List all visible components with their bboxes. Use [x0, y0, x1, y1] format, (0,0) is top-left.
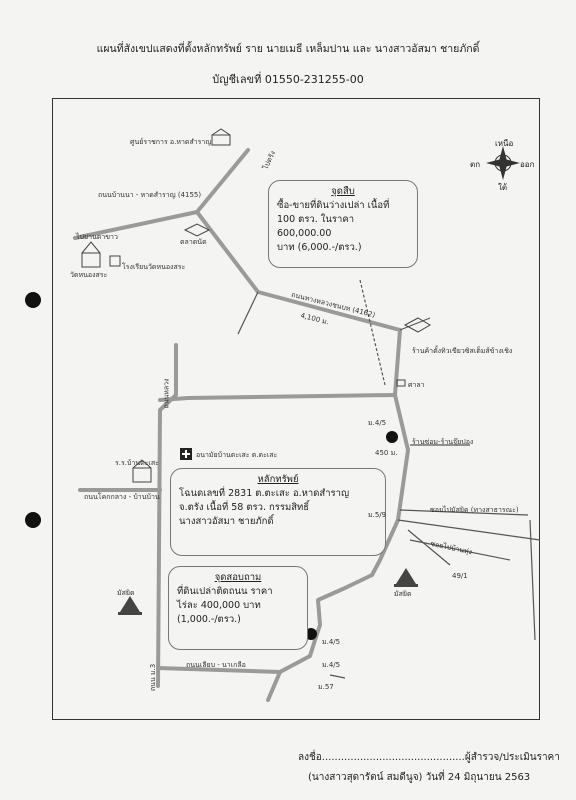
road-middle-ring — [158, 393, 396, 402]
label-mosque-left: มัสยิด — [117, 589, 135, 597]
road-right-down — [407, 529, 451, 566]
asset-box-line: โฉนดเลขที่ 2831 ต.ตะเสะ อ.หาดสำราญ — [179, 488, 350, 499]
label-road-hat-samran: ถนนบ้านนา - หาดสำราญ (4155) — [98, 191, 202, 199]
mosque-right-icon — [394, 568, 418, 587]
inquiry-box-line: ไร่ละ 400,000 บาท — [177, 600, 261, 611]
label-government-center: ศูนย์ราชการ อ.หาดสำราญ — [130, 138, 212, 146]
label-road-bottom: ถนนเลียบ - นาเกลือ — [186, 661, 246, 669]
punch-hole — [25, 512, 41, 528]
inquiry-marker — [305, 628, 317, 640]
label-mosque-right: มัสยิด — [394, 590, 412, 598]
inquiry-box-title: จุดสอบถาม — [214, 572, 262, 583]
label-go-yan-ta-khao: ไปย่านตาขาว — [76, 233, 118, 241]
asset-box: หลักทรัพย์ โฉนดเลขที่ 2831 ต.ตะเสะ อ.หาด… — [170, 468, 386, 556]
road-right-vertical — [529, 519, 536, 641]
compass-icon — [486, 146, 520, 180]
label-sala: ศาลา — [408, 381, 425, 389]
asset-box-line: นางสาวอัสมา ชายภักดิ์ — [179, 516, 274, 527]
label-clinic: อนามัยบ้านตะเสะ ต.ตะเสะ — [196, 451, 278, 459]
label-school-rr: ร.ร.บ้านตะเสะ — [115, 459, 159, 467]
sale-box-title: จุดสืบ — [331, 186, 355, 197]
sale-box-line: 100 ตรว. ในราคา 600,000.00 — [277, 214, 355, 239]
sale-pointer — [359, 279, 386, 386]
label-moo-45b: ม.4/5 — [322, 638, 341, 646]
label-moo-59: ม.5/9 — [368, 511, 387, 519]
road-south — [266, 670, 282, 702]
footer-name-date: (นางสาวสุดารัตน์ สมดีนูจ) วันที่ 24 มิถุ… — [308, 772, 531, 783]
label-shop-lamp: ร้านค้าตั้งทิวเขียวซิสเต็มส์ข้างเชิง — [412, 347, 513, 355]
temple-icon — [81, 241, 121, 268]
label-road-right-top: ซอยไปมัสยิด (ทางสาธารณะ) — [430, 506, 519, 514]
asset-marker — [386, 431, 398, 443]
compass-west: ตก — [470, 160, 481, 169]
label-shop-repair: ร้านซ่อม-ร้านจุ๊ยปอง — [412, 438, 474, 446]
account-number: บัญชีเลขที่ 01550-231255-00 — [212, 73, 364, 86]
road-east-long — [409, 539, 511, 561]
map-frame — [52, 98, 540, 720]
sale-box: จุดสืบ ซื้อ-ขายที่ดินว่างเปล่า เนื้อที่ … — [268, 180, 418, 268]
sala-icon — [396, 379, 406, 387]
punch-hole — [25, 292, 41, 308]
shop-icon — [403, 317, 431, 333]
inquiry-box: จุดสอบถาม ที่ดินเปล่าติดถนน ราคา ไร่ละ 4… — [168, 566, 308, 650]
label-moo-45: ม.4/5 — [368, 419, 387, 427]
compass-south: ใต้ — [498, 183, 508, 192]
label-road-top-vertical: ถนนหลวง — [162, 378, 171, 409]
sale-box-line: บาท (6,000.-/ตรว.) — [277, 242, 362, 253]
sale-box-line: ซื้อ-ขายที่ดินว่างเปล่า เนื้อที่ — [277, 200, 390, 211]
label-market: ตลาดนัด — [180, 238, 207, 246]
asset-box-line: จ.ตรัง เนื้อที่ 58 ตรว. กรรมสิทธิ์ — [179, 502, 310, 513]
inquiry-box-line: ที่ดินเปล่าติดถนน ราคา — [177, 586, 273, 597]
road-left-vertical — [156, 343, 178, 688]
compass-east: ออก — [520, 160, 535, 169]
label-dist-450: 450 ม. — [375, 449, 398, 457]
road-bottom — [156, 573, 374, 674]
road-right-top — [399, 509, 529, 516]
header-title: แผนที่สังเขปแสดงที่ตั้งหลักทรัพย์ ราย นา… — [96, 43, 480, 55]
label-moo-49: 49/1 — [452, 572, 468, 580]
label-temple: วัดหนองสระ — [70, 271, 108, 279]
clinic-icon — [180, 448, 192, 460]
inquiry-box-line: (1,000.-/ตรว.) — [177, 614, 241, 625]
road-east-branch — [397, 519, 541, 541]
label-road-kuan-ket: ถนนโคกกลาง - บ้านบ้าน — [84, 493, 160, 501]
label-road-left-vertical: ถนน ม.3 — [149, 663, 158, 692]
label-moo-45c: ม.4/5 — [322, 661, 341, 669]
asset-box-title: หลักทรัพย์ — [257, 474, 299, 485]
compass-north: เหนือ — [495, 139, 514, 148]
market-icon — [183, 223, 211, 237]
road-top-right — [399, 317, 431, 331]
mosque-left-icon — [118, 596, 142, 615]
road-branch-diagonal — [237, 291, 259, 335]
school-icon — [132, 459, 152, 483]
government-building-icon — [211, 128, 231, 146]
road-to-yan-ta-khao — [73, 210, 199, 240]
label-moo-57: ม.57 — [318, 683, 334, 691]
label-school-big: โรงเรียนวัดหนองสระ — [122, 263, 186, 271]
road-sw-branch — [329, 674, 346, 679]
footer-signature: ลงชื่อ..................................… — [298, 752, 560, 763]
